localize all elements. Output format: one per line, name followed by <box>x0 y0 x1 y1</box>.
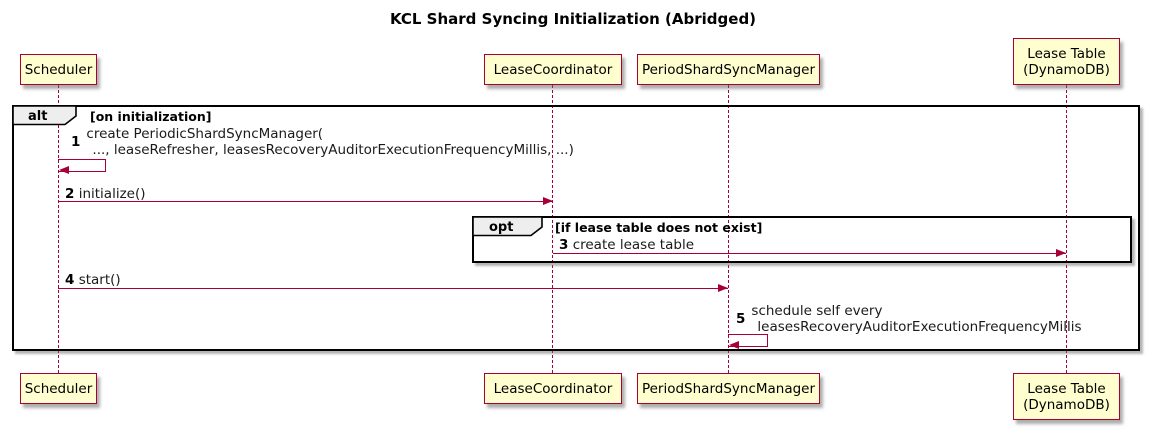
message-5-arrowhead-icon <box>729 341 739 349</box>
message-5-line1: schedule self every <box>751 303 883 319</box>
message-2-number: 2 <box>65 186 75 202</box>
participant-label: Scheduler <box>24 380 93 397</box>
participant-leasetable-top: Lease Table (DynamoDB) <box>1013 38 1120 85</box>
participant-label: Scheduler <box>24 61 93 78</box>
participant-leasecoordinator-top: LeaseCoordinator <box>484 54 622 85</box>
lifeline-leasetable <box>1066 85 1067 373</box>
message-2: 2 initialize() <box>65 186 146 202</box>
message-4-arrowhead-icon <box>718 284 728 292</box>
participant-label: Lease Table <box>1027 380 1106 397</box>
message-3-line1: create lease table <box>572 237 694 253</box>
lifeline-leasecoordinator <box>552 85 553 373</box>
alt-frame-label: alt <box>28 109 48 124</box>
opt-frame: opt [if lease table does not exist] <box>472 216 1132 263</box>
opt-frame-condition: [if lease table does not exist] <box>555 220 763 235</box>
message-1-line2: ..., leaseRefresher, leasesRecoveryAudit… <box>92 142 574 158</box>
message-1-number: 1 <box>71 134 81 150</box>
message-3-arrowhead-icon <box>1056 249 1066 257</box>
message-5-line2: leasesRecoveryAuditorExecutionFrequencyM… <box>757 319 1082 335</box>
message-5-number: 5 <box>736 311 746 327</box>
lifeline-periodshardsyncmanager <box>728 85 729 373</box>
participant-label-line2: (DynamoDB) <box>1023 396 1110 413</box>
message-3-arrow <box>553 253 1066 254</box>
opt-frame-pentagon <box>472 216 546 241</box>
message-4-arrow <box>58 288 728 289</box>
participant-label: LeaseCoordinator <box>493 61 613 78</box>
participant-label: Lease Table <box>1027 45 1106 62</box>
participant-periodshardsyncmanager-bottom: PeriodShardSyncManager <box>637 373 820 404</box>
alt-frame-condition: [on initialization] <box>90 109 212 124</box>
alt-frame-pentagon <box>12 105 80 130</box>
message-4-line1: start() <box>78 272 121 288</box>
message-1-line1: create PeriodicShardSyncManager( <box>86 126 324 142</box>
participant-periodshardsyncmanager-top: PeriodShardSyncManager <box>637 54 820 85</box>
message-5: 5 schedule self every leasesRecoveryAudi… <box>736 303 1082 335</box>
message-3-number: 3 <box>559 237 569 253</box>
participant-label-line2: (DynamoDB) <box>1023 61 1110 78</box>
message-3: 3 create lease table <box>559 237 694 253</box>
message-1-self-arrow <box>58 159 106 172</box>
participant-label: LeaseCoordinator <box>493 380 613 397</box>
message-1-arrowhead-icon <box>59 166 69 174</box>
participant-scheduler-top: Scheduler <box>20 54 97 85</box>
opt-frame-label: opt <box>489 220 514 235</box>
participant-scheduler-bottom: Scheduler <box>20 373 97 404</box>
message-1: 1 create PeriodicShardSyncManager( ..., … <box>71 126 574 158</box>
participant-leasecoordinator-bottom: LeaseCoordinator <box>484 373 622 404</box>
diagram-title: KCL Shard Syncing Initialization (Abridg… <box>389 10 757 28</box>
participant-leasetable-bottom: Lease Table (DynamoDB) <box>1013 373 1120 420</box>
message-2-arrowhead-icon <box>543 197 553 205</box>
message-2-arrow <box>58 201 553 202</box>
participant-label: PeriodShardSyncManager <box>641 380 816 397</box>
message-2-line1: initialize() <box>78 186 146 202</box>
participant-label: PeriodShardSyncManager <box>641 61 816 78</box>
message-5-self-arrow <box>728 334 768 347</box>
alt-frame: alt [on initialization] <box>12 105 1140 351</box>
message-4: 4 start() <box>65 272 121 288</box>
lifeline-scheduler <box>58 85 59 373</box>
message-4-number: 4 <box>65 272 75 288</box>
